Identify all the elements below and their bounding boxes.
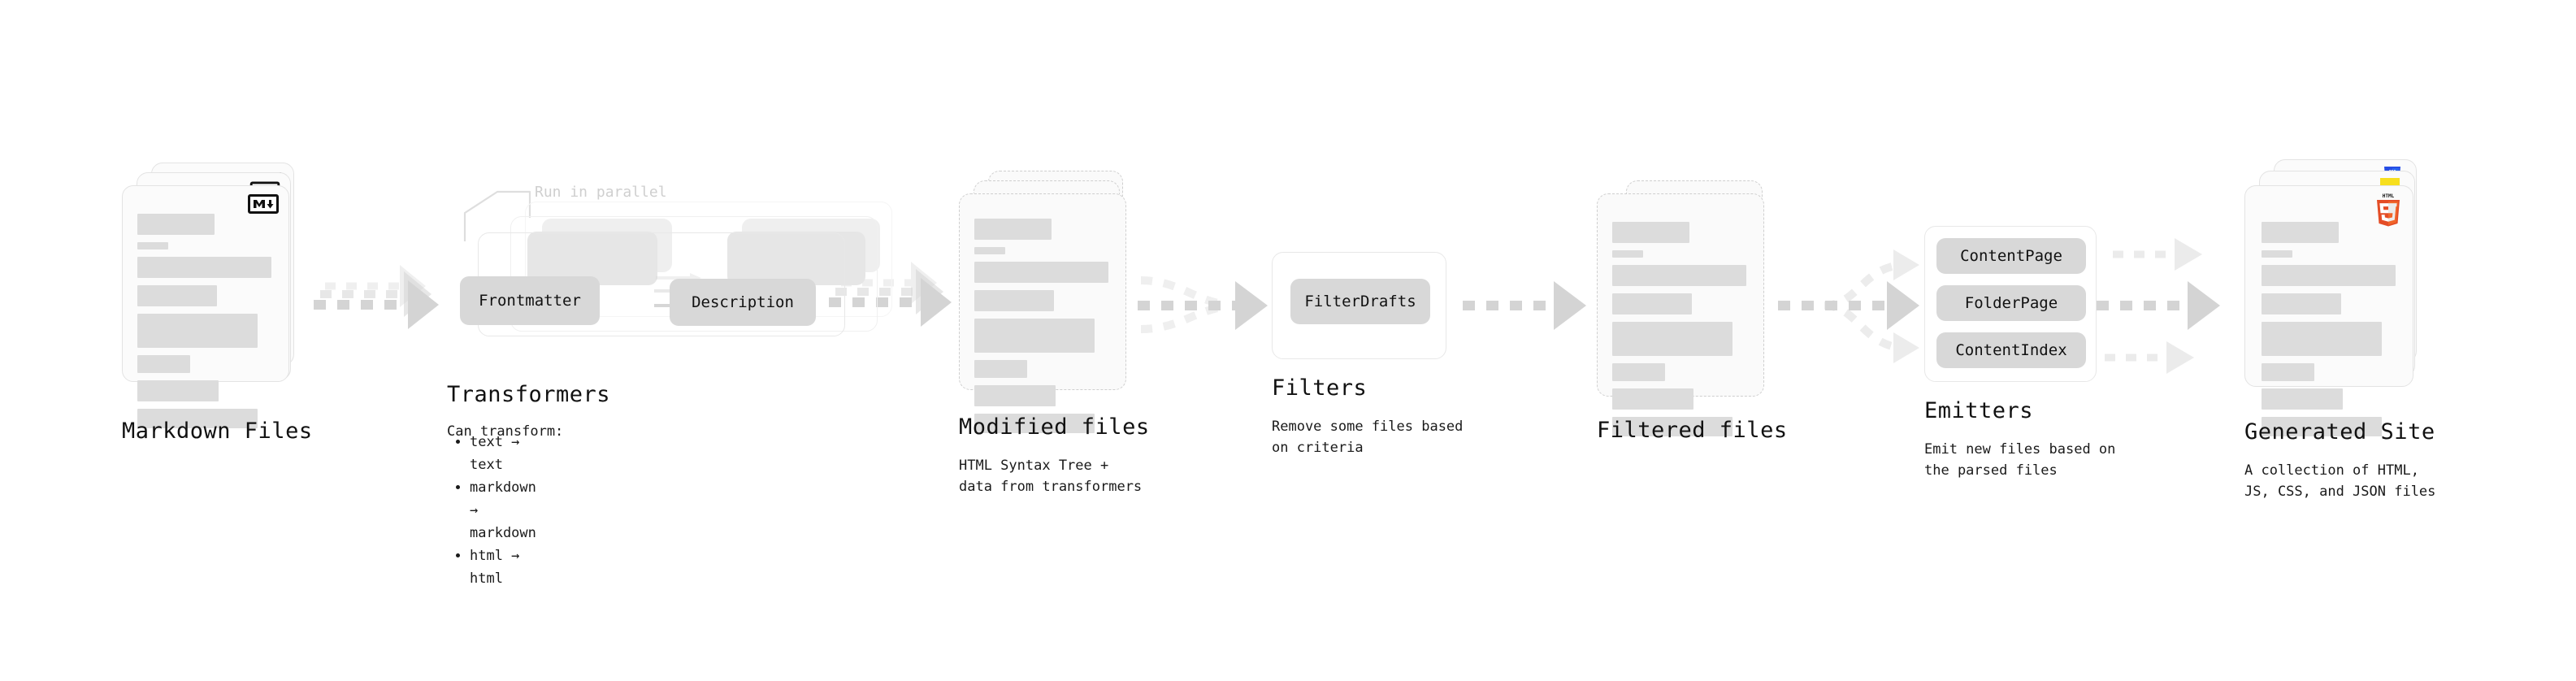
svg-text:HTML: HTML: [2383, 193, 2395, 199]
filters-group-box[interactable]: FilterDrafts: [1272, 252, 1446, 359]
stage-title-emitters: Emitters: [1924, 398, 2034, 423]
markdown-file-stack: [122, 163, 309, 428]
connector-filters-to-filtered: [1463, 281, 1586, 330]
transformer-pill-description[interactable]: Description: [670, 279, 816, 326]
html5-icon: HTML: [2374, 191, 2403, 230]
filters-subtitle: Remove some files based on criteria: [1272, 419, 1464, 456]
stage-title-markdown-files: Markdown Files: [122, 419, 313, 444]
modified-file-stack: [959, 171, 1146, 433]
stage-title-filtered-files: Filtered files: [1597, 418, 1788, 443]
generated-site-stack: CSS JS HTML: [2244, 159, 2439, 436]
stage-modified-files: Modified files HTML Syntax Tree + data f…: [959, 171, 1149, 495]
emitters-subtitle: Emit new files based on the parsed files: [1924, 441, 2116, 479]
transformer-bullet: markdown → markdown: [470, 476, 536, 544]
doc-skeleton: [137, 214, 275, 436]
generated-site-subtitle: A collection of HTML, JS, CSS, and JSON …: [2244, 462, 2436, 500]
markdown-icon: [248, 194, 279, 214]
filter-pill-filterdrafts[interactable]: FilterDrafts: [1290, 279, 1430, 324]
stage-title-transformers: Transformers: [447, 382, 611, 407]
stage-title-filters: Filters: [1272, 375, 1368, 401]
transformer-pill-frontmatter[interactable]: Frontmatter: [460, 276, 600, 325]
doc-skeleton: [974, 219, 1112, 440]
connector-markdown-to-transformers: [314, 265, 439, 329]
stage-markdown-files: Markdown Files: [122, 163, 312, 444]
modified-doc-front: [959, 193, 1126, 433]
markdown-doc-front: [122, 185, 289, 428]
stage-filters: FilterDrafts Filters Remove some files b…: [1272, 252, 1463, 456]
doc-skeleton: [1612, 222, 1750, 444]
transformers-bullet-list: text → text markdown → markdown html → h…: [455, 431, 536, 590]
site-doc-front: HTML: [2244, 185, 2413, 436]
emitter-pill-contentindex[interactable]: ContentIndex: [1936, 332, 2086, 368]
emitter-pill-folderpage[interactable]: FolderPage: [1936, 285, 2086, 321]
filtered-file-stack: [1597, 180, 1784, 436]
stage-generated-site: CSS JS HTML: [2244, 159, 2439, 500]
transformer-bullet: text → text: [470, 431, 536, 476]
stage-filtered-files: Filtered files: [1597, 180, 1787, 443]
stage-title-modified-files: Modified files: [959, 414, 1150, 440]
transformers-subtitle: Can transform:: [447, 423, 564, 440]
doc-skeleton: [2262, 222, 2400, 444]
emitter-pill-contentpage[interactable]: ContentPage: [1936, 238, 2086, 274]
connector-filtered-to-emitters: [1778, 249, 1919, 363]
transformer-bullet: html → html: [470, 544, 536, 590]
stage-emitters: ContentPage FolderPage ContentIndex Emit…: [1924, 226, 2115, 479]
filtered-doc-front: [1597, 193, 1764, 436]
stage-title-generated-site: Generated Site: [2244, 419, 2435, 445]
emitters-group-box[interactable]: ContentPage FolderPage ContentIndex: [1924, 226, 2097, 382]
connector-emitters-to-site: [2097, 238, 2220, 374]
run-in-parallel-label: Run in parallel: [535, 184, 667, 201]
transformer-group-ghost-2: [510, 216, 878, 332]
connector-modified-to-filters: [1138, 276, 1268, 333]
modified-files-subtitle: HTML Syntax Tree + data from transformer…: [959, 458, 1143, 495]
